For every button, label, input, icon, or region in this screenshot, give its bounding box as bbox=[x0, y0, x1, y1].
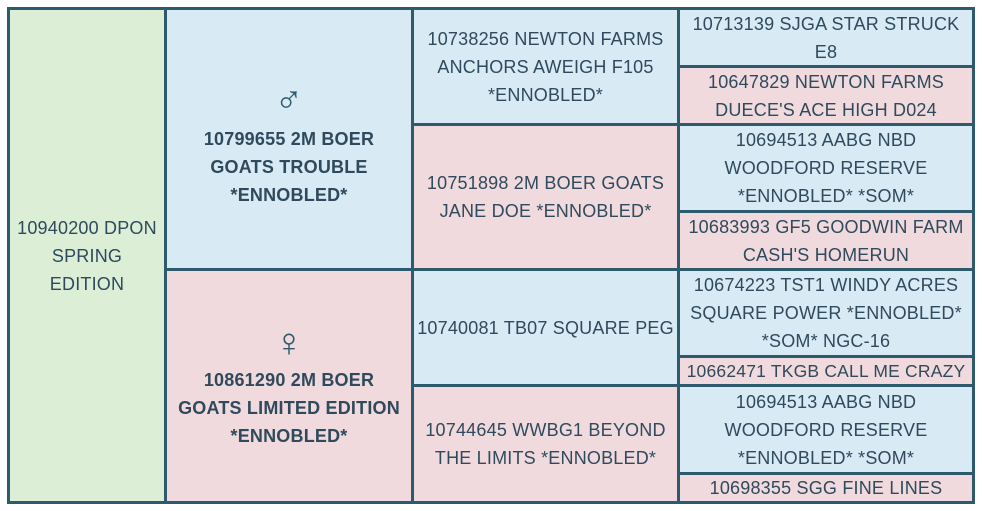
sire-sire-cell[interactable]: 10738256 NEWTON FARMS ANCHORS AWEIGH F10… bbox=[414, 10, 677, 123]
great-grandparent-cell[interactable]: 10698355 SGG FINE LINES bbox=[680, 475, 972, 501]
female-symbol-icon: ♀ bbox=[273, 321, 305, 365]
great-grandparent-name: 10647829 NEWTON FARMS DUECE'S ACE HIGH D… bbox=[708, 71, 944, 120]
great-grandparent-name: 10713139 SJGA STAR STRUCK E8 bbox=[692, 13, 960, 62]
subject-name: 10940200 DPON SPRING EDITION bbox=[17, 217, 157, 294]
dam-dam-cell[interactable]: 10744645 WWBG1 BEYOND THE LIMITS *ENNOBL… bbox=[414, 387, 677, 501]
great-grandparent-cell[interactable]: 10662471 TKGB CALL ME CRAZY bbox=[680, 358, 972, 384]
sire-sire-name: 10738256 NEWTON FARMS ANCHORS AWEIGH F10… bbox=[427, 28, 664, 105]
dam-sire-name: 10740081 TB07 SQUARE PEG bbox=[417, 317, 674, 338]
great-grandparent-name: 10662471 TKGB CALL ME CRAZY bbox=[686, 361, 966, 381]
great-grandparent-cell[interactable]: 10647829 NEWTON FARMS DUECE'S ACE HIGH D… bbox=[680, 68, 972, 123]
great-grandparent-cell[interactable]: 10694513 AABG NBD WOODFORD RESERVE *ENNO… bbox=[680, 126, 972, 210]
great-grandparent-name: 10694513 AABG NBD WOODFORD RESERVE *ENNO… bbox=[724, 130, 928, 206]
dam-name: 10861290 2M BOER GOATS LIMITED EDITION *… bbox=[178, 370, 400, 446]
great-grandparent-cell[interactable]: 10694513 AABG NBD WOODFORD RESERVE *ENNO… bbox=[680, 387, 972, 472]
great-grandparent-name: 10698355 SGG FINE LINES bbox=[709, 478, 943, 498]
sire-name: 10799655 2M BOER GOATS TROUBLE *ENNOBLED… bbox=[203, 129, 375, 205]
subject-cell[interactable]: 10940200 DPON SPRING EDITION bbox=[10, 10, 164, 501]
great-grandparent-name: 10674223 TST1 WINDY ACRES SQUARE POWER *… bbox=[690, 275, 962, 351]
great-grandparent-cell[interactable]: 10674223 TST1 WINDY ACRES SQUARE POWER *… bbox=[680, 271, 972, 355]
dam-sire-cell[interactable]: 10740081 TB07 SQUARE PEG bbox=[414, 271, 677, 384]
great-grandparent-cell[interactable]: 10713139 SJGA STAR STRUCK E8 bbox=[680, 10, 972, 65]
sire-dam-cell[interactable]: 10751898 2M BOER GOATS JANE DOE *ENNOBLE… bbox=[414, 126, 677, 268]
sire-dam-name: 10751898 2M BOER GOATS JANE DOE *ENNOBLE… bbox=[426, 173, 665, 221]
great-grandparent-name: 10694513 AABG NBD WOODFORD RESERVE *ENNO… bbox=[724, 391, 928, 468]
great-grandparent-name: 10683993 GF5 GOODWIN FARM CASH'S HOMERUN bbox=[688, 216, 964, 265]
male-symbol-icon: ♂ bbox=[274, 78, 304, 120]
dam-cell[interactable]: ♀ 10861290 2M BOER GOATS LIMITED EDITION… bbox=[167, 271, 411, 501]
pedigree-chart: 10940200 DPON SPRING EDITION ♂ 10799655 … bbox=[7, 7, 975, 504]
dam-dam-name: 10744645 WWBG1 BEYOND THE LIMITS *ENNOBL… bbox=[425, 420, 666, 468]
sire-cell[interactable]: ♂ 10799655 2M BOER GOATS TROUBLE *ENNOBL… bbox=[167, 10, 411, 268]
great-grandparent-cell[interactable]: 10683993 GF5 GOODWIN FARM CASH'S HOMERUN bbox=[680, 213, 972, 268]
